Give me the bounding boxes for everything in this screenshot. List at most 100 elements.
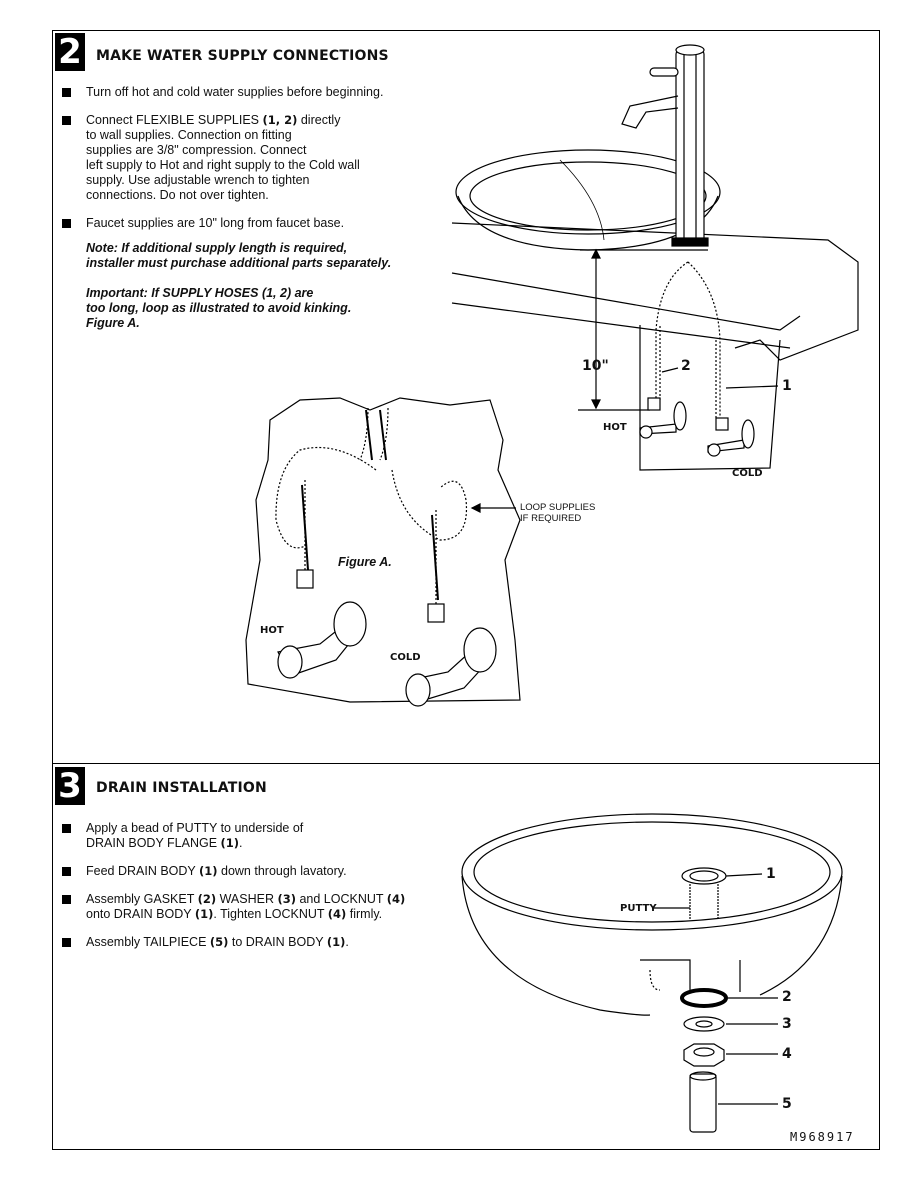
instruction-item: Assembly GASKET (2) WASHER (3) and LOCKN… xyxy=(62,892,452,922)
instruction-text: WASHER xyxy=(216,892,278,906)
drain-callout-2: 2 xyxy=(782,989,792,1005)
instruction-line: supplies are 3/8" compression. Connect xyxy=(86,143,442,158)
instruction-item: Feed DRAIN BODY (1) down through lavator… xyxy=(62,864,452,879)
hot-stop-valve-drawing xyxy=(639,397,687,439)
drain-flange-drawing xyxy=(652,867,727,920)
instruction-text: DRAIN BODY FLANGE xyxy=(86,836,221,850)
callout-2: 2 xyxy=(681,358,691,374)
instruction-line: Connect FLEXIBLE SUPPLIES (1, 2) directl… xyxy=(86,113,442,128)
figure-a-drawing xyxy=(245,397,521,707)
important-line: Important: If SUPPLY HOSES (1, 2) are xyxy=(86,286,314,300)
supply-hoses-drawing xyxy=(655,261,721,420)
loop-note-line: IF REQUIRED xyxy=(520,513,582,524)
instruction-text: . xyxy=(345,935,349,949)
part-reference: (4) xyxy=(327,907,347,921)
drain-callout-4: 4 xyxy=(782,1046,792,1062)
note-line: Note: If additional supply length is req… xyxy=(86,241,348,255)
putty-label: PUTTY xyxy=(620,903,657,914)
instruction-line: onto DRAIN BODY (1). Tighten LOCKNUT (4)… xyxy=(86,907,452,922)
instruction-text: Apply a bead of PUTTY to underside of xyxy=(86,821,304,835)
instruction-text: firmly. xyxy=(346,907,383,921)
faucet-drawing xyxy=(621,44,709,247)
drain-callout-5: 5 xyxy=(782,1096,792,1112)
instruction-line: to wall supplies. Connection on fitting xyxy=(86,128,442,143)
step-2-instructions: Turn off hot and cold water supplies bef… xyxy=(62,85,442,244)
part-reference: (5) xyxy=(209,935,229,949)
figure-a-cold-label: COLD xyxy=(390,652,421,663)
instruction-text: and LOCKNUT xyxy=(296,892,387,906)
instruction-text: Connect FLEXIBLE SUPPLIES xyxy=(86,113,263,127)
instruction-line: Apply a bead of PUTTY to underside of xyxy=(86,821,452,836)
instruction-text: Faucet supplies are 10" long from faucet… xyxy=(86,216,345,230)
step-2-title: MAKE WATER SUPPLY CONNECTIONS xyxy=(96,48,389,64)
drain-callout-3: 3 xyxy=(782,1016,792,1032)
instruction-text: Turn off hot and cold water supplies bef… xyxy=(86,85,384,99)
locknut-drawing xyxy=(683,1043,778,1067)
instruction-text: left supply to Hot and right supply to t… xyxy=(86,158,360,172)
loop-note-line: LOOP SUPPLIES xyxy=(520,502,596,513)
instruction-item: Assembly TAILPIECE (5) to DRAIN BODY (1)… xyxy=(62,935,452,950)
instruction-text: Assembly TAILPIECE xyxy=(86,935,210,949)
instruction-line: Assembly GASKET (2) WASHER (3) and LOCKN… xyxy=(86,892,452,907)
instruction-line: supply. Use adjustable wrench to tighten xyxy=(86,173,442,188)
note-line: installer must purchase additional parts… xyxy=(86,256,392,270)
instruction-item: Turn off hot and cold water supplies bef… xyxy=(62,85,442,100)
instruction-text: connections. Do not over tighten. xyxy=(86,188,269,202)
part-reference: (4) xyxy=(386,892,406,906)
instruction-line: Feed DRAIN BODY (1) down through lavator… xyxy=(86,864,452,879)
drain-callout-1: 1 xyxy=(766,866,776,882)
step-3-number-badge: 3 xyxy=(55,767,85,805)
step-2-note: Note: If additional supply length is req… xyxy=(86,241,391,271)
model-number: M968917 xyxy=(790,1130,855,1144)
instruction-text: supplies are 3/8" compression. Connect xyxy=(86,143,307,157)
instruction-text: . Tighten LOCKNUT xyxy=(213,907,328,921)
figure-a-caption: Figure A. xyxy=(338,555,392,569)
instruction-line: DRAIN BODY FLANGE (1). xyxy=(86,836,452,851)
step-2-important: Important: If SUPPLY HOSES (1, 2) are to… xyxy=(86,286,351,331)
instruction-item: Connect FLEXIBLE SUPPLIES (1, 2) directl… xyxy=(62,113,442,203)
part-reference: (1) xyxy=(194,907,214,921)
instruction-line: Assembly TAILPIECE (5) to DRAIN BODY (1)… xyxy=(86,935,452,950)
instruction-text: Assembly GASKET xyxy=(86,892,198,906)
instruction-text: Feed DRAIN BODY xyxy=(86,864,200,878)
section-divider xyxy=(52,763,880,764)
part-reference: (1) xyxy=(326,935,346,949)
part-reference: (1) xyxy=(220,836,240,850)
step-3-title: DRAIN INSTALLATION xyxy=(96,780,267,796)
dimension-label: 10" xyxy=(582,358,609,374)
instruction-line: left supply to Hot and right supply to t… xyxy=(86,158,442,173)
part-reference: (1, 2) xyxy=(262,113,298,127)
tailpiece-drawing xyxy=(689,1071,778,1133)
loop-supplies-note: LOOP SUPPLIES IF REQUIRED xyxy=(520,502,595,524)
instruction-line: Turn off hot and cold water supplies bef… xyxy=(86,85,442,100)
part-reference: (2) xyxy=(197,892,217,906)
washer-drawing xyxy=(683,1016,778,1032)
figure-a-hot-label: HOT xyxy=(260,625,284,636)
instruction-text: to wall supplies. Connection on fitting xyxy=(86,128,292,142)
gasket-drawing xyxy=(680,988,778,1008)
instruction-item: Faucet supplies are 10" long from faucet… xyxy=(62,216,442,231)
instruction-text: down through lavatory. xyxy=(217,864,347,878)
instruction-text: to DRAIN BODY xyxy=(228,935,327,949)
important-line: too long, loop as illustrated to avoid k… xyxy=(86,301,352,315)
instruction-line: connections. Do not over tighten. xyxy=(86,188,442,203)
part-reference: (1) xyxy=(199,864,218,878)
drain-sink-drawing xyxy=(461,813,843,1016)
countertop-drawing xyxy=(451,222,859,471)
instruction-line: Faucet supplies are 10" long from faucet… xyxy=(86,216,442,231)
instruction-text: . xyxy=(239,836,243,850)
cold-label: COLD xyxy=(732,468,763,479)
part-reference: (3) xyxy=(277,892,296,906)
page-frame xyxy=(52,30,880,1150)
instruction-text: directly xyxy=(297,113,341,127)
hot-label: HOT xyxy=(603,422,627,433)
important-line: Figure A. xyxy=(86,316,140,330)
step-2-number-badge: 2 xyxy=(55,33,85,71)
callout-1: 1 xyxy=(782,378,792,394)
instruction-text: onto DRAIN BODY xyxy=(86,907,195,921)
cold-stop-valve-drawing xyxy=(707,417,755,457)
